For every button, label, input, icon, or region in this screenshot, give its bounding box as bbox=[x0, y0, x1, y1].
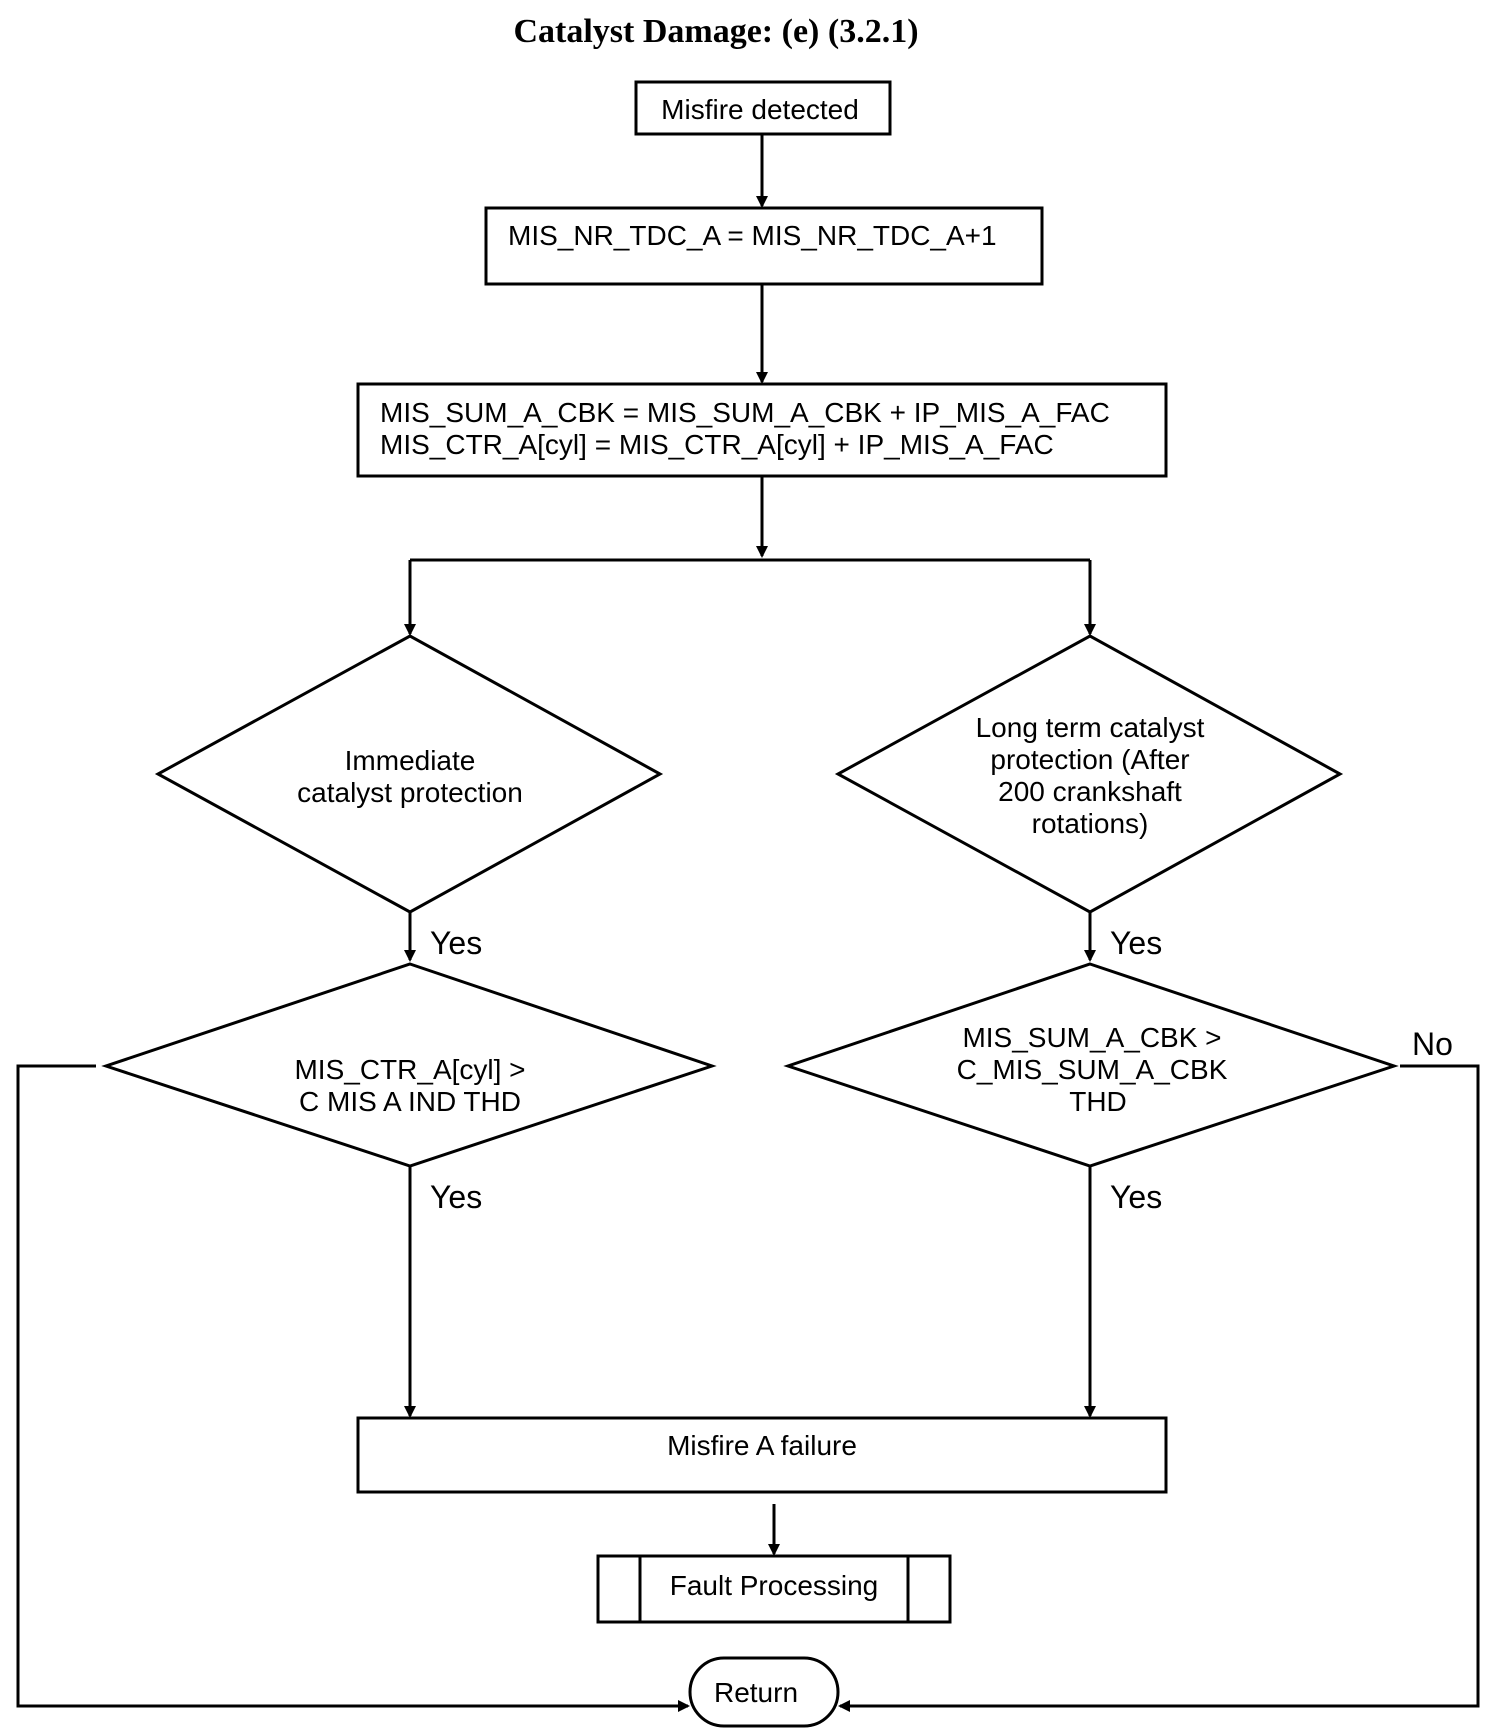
edge-label-no-sum: No bbox=[1412, 1026, 1453, 1062]
return-label: Return bbox=[714, 1677, 798, 1708]
misfire-failure-label: Misfire A failure bbox=[667, 1430, 857, 1461]
increment-label: MIS_NR_TDC_A = MIS_NR_TDC_A+1 bbox=[508, 220, 997, 251]
longterm-label-1: Long term catalyst bbox=[976, 712, 1205, 743]
fault-processing-label: Fault Processing bbox=[670, 1570, 879, 1601]
misfire-failure-box bbox=[356, 1416, 1168, 1494]
longterm-label-4: rotations) bbox=[1032, 808, 1149, 839]
sum-check-line3: THD bbox=[1069, 1086, 1127, 1117]
immediate-label-1: Immediate bbox=[345, 745, 476, 776]
edge-label-yes-ctr: Yes bbox=[430, 1179, 482, 1215]
sum-update-line2: MIS_CTR_A[cyl] = MIS_CTR_A[cyl] + IP_MIS… bbox=[380, 429, 1054, 460]
fault-processing-box bbox=[596, 1554, 952, 1624]
sum-check-line1: MIS_SUM_A_CBK > bbox=[962, 1022, 1221, 1053]
ctr-check-line2: C MIS A IND THD bbox=[299, 1086, 521, 1117]
ctr-check-line1: MIS_CTR_A[cyl] > bbox=[294, 1054, 525, 1085]
start-box bbox=[634, 80, 892, 136]
longterm-label-2: protection (After bbox=[990, 744, 1189, 775]
increment-box bbox=[484, 206, 1044, 286]
start-label: Misfire detected bbox=[661, 94, 859, 125]
edge-label-yes-longterm: Yes bbox=[1110, 925, 1162, 961]
connector-sum-no bbox=[838, 1064, 1480, 1712]
connector-ctr-no bbox=[16, 1064, 690, 1712]
edge-label-yes-immediate: Yes bbox=[430, 925, 482, 961]
diagram-title: Catalyst Damage: (e) (3.2.1) bbox=[513, 13, 918, 50]
sum-update-line1: MIS_SUM_A_CBK = MIS_SUM_A_CBK + IP_MIS_A… bbox=[380, 397, 1110, 428]
return-terminator bbox=[688, 1656, 840, 1728]
longterm-label-3: 200 crankshaft bbox=[998, 776, 1182, 807]
sum-update-box bbox=[356, 382, 1168, 478]
immediate-label-2: catalyst protection bbox=[297, 777, 523, 808]
edge-label-yes-sum: Yes bbox=[1110, 1179, 1162, 1215]
sum-check-line2: C_MIS_SUM_A_CBK bbox=[957, 1054, 1228, 1085]
